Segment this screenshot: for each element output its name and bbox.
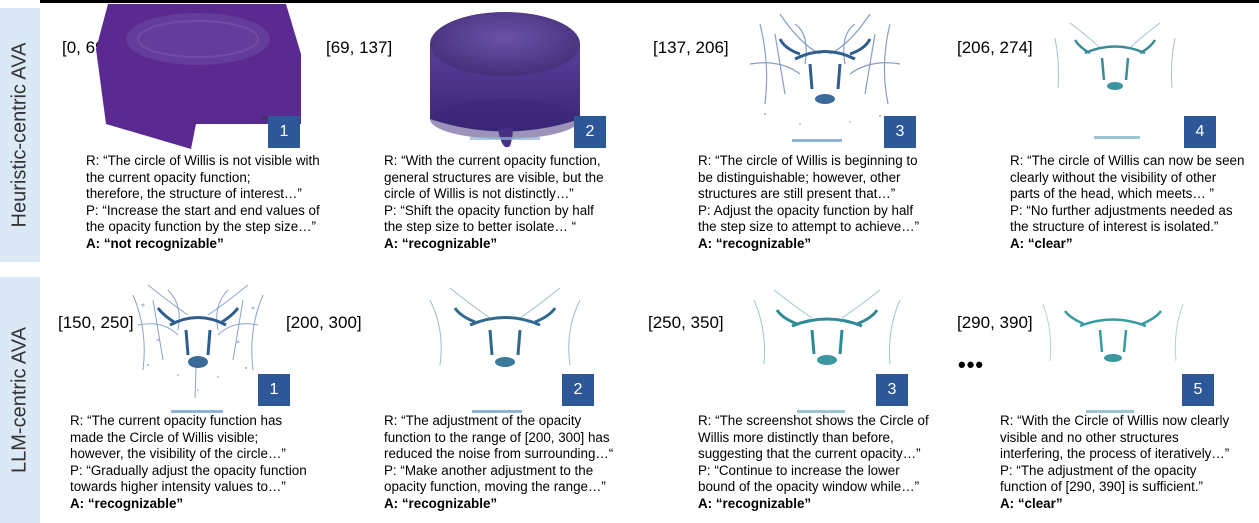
step-badge: 2 (574, 116, 606, 148)
vessel-render-image (1040, 8, 1190, 133)
panel-text: R: “The circle of Willis can now be seen… (1010, 153, 1259, 253)
range-label: [250, 350] (648, 313, 724, 333)
answer-label: A: “recognizable” (70, 496, 330, 513)
range-label: [137, 206] (653, 38, 729, 58)
colorbar (772, 133, 862, 151)
row-label-bar-heuristic: Heuristic-centric AVA (0, 8, 40, 262)
panel-text: R: “The screenshot shows the Circle of W… (698, 413, 958, 513)
volume-render-image (420, 4, 590, 154)
panel-text: R: “The current opacity function has mad… (70, 413, 330, 513)
vessel-render-image (128, 280, 268, 402)
range-label: [69, 137] (326, 38, 392, 58)
step-badge: 2 (562, 374, 594, 406)
row-label-heuristic: Heuristic-centric AVA (9, 43, 32, 228)
panel-text: R: “The circle of Willis is beginning to… (698, 153, 958, 253)
row-label-bar-llm: LLM-centric AVA (0, 277, 40, 523)
panel-text: R: “The circle of Willis is not visible … (86, 153, 346, 253)
top-rule (40, 0, 1259, 3)
panel-text: R: “With the current opacity function, g… (384, 153, 644, 253)
answer-label: A: “clear” (1000, 496, 1259, 513)
range-label: [290, 390] (957, 313, 1033, 333)
range-label: [206, 274] (957, 38, 1033, 58)
answer-label: A: “clear” (1010, 236, 1259, 253)
vessel-render-image (1028, 286, 1198, 396)
step-badge: 5 (1182, 374, 1214, 406)
row-label-llm: LLM-centric AVA (9, 327, 32, 473)
range-label: [200, 300] (286, 313, 362, 333)
answer-label: A: “recognizable” (698, 496, 958, 513)
panel-text: R: “The adjustment of the opacity functi… (384, 413, 644, 513)
range-label: [150, 250] (58, 313, 134, 333)
ellipsis: ••• (958, 352, 984, 378)
answer-label: A: “not recognizable” (86, 236, 346, 253)
step-badge: 1 (258, 374, 290, 406)
step-badge: 1 (268, 116, 300, 148)
step-badge: 3 (876, 374, 908, 406)
step-badge: 3 (884, 116, 916, 148)
answer-label: A: “recognizable” (384, 236, 644, 253)
answer-label: A: “recognizable” (698, 236, 958, 253)
panel-text: R: “With the Circle of Willis now clearl… (1000, 413, 1259, 513)
step-badge: 4 (1184, 116, 1216, 148)
answer-label: A: “recognizable” (384, 496, 644, 513)
colorbar (1072, 130, 1162, 148)
